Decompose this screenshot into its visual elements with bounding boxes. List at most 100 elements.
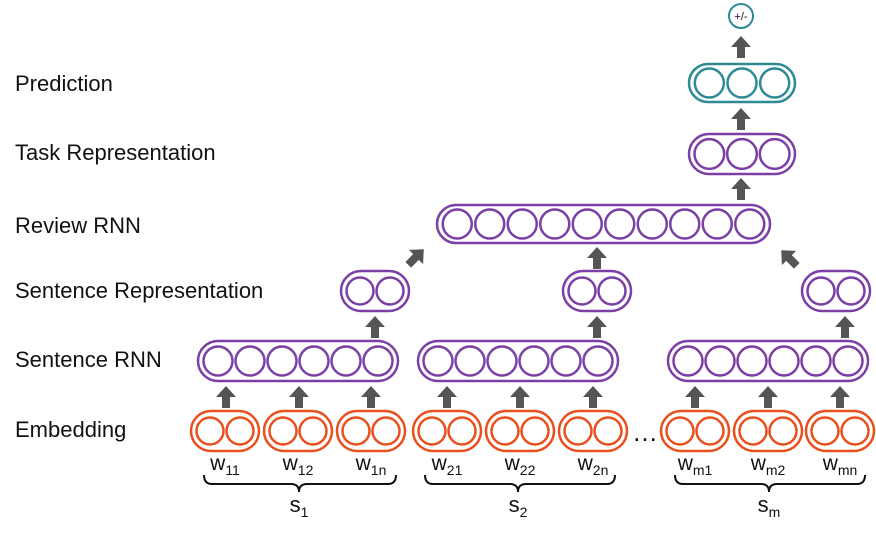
arrow-embedding-to-rnn-3 [361, 386, 381, 408]
embedding-block-9-unit [840, 416, 870, 446]
output-label: +/- [734, 11, 747, 23]
sentence-representation-block-3-unit [836, 276, 866, 306]
embedding-block-8-unit [738, 416, 768, 446]
layer-label-embedding: Embedding [15, 417, 126, 442]
brace-sentence-1 [203, 474, 397, 493]
embedding-block-8 [732, 409, 804, 453]
brace-sentence-m [674, 474, 866, 493]
sentence-rnn-block-1-unit [298, 345, 330, 377]
embedding-block-7-unit [695, 416, 725, 446]
arrow-review-to-task [731, 178, 751, 200]
word-label-w12: w12 [282, 452, 314, 478]
review-rnn-block-unit [506, 208, 538, 240]
sentence-representation-block-2 [561, 269, 633, 313]
word-label-w1n: w1n [355, 452, 387, 478]
arrow-embedding-to-rnn-2 [289, 386, 309, 408]
brace-sentence-2 [424, 474, 616, 493]
embedding-block-8-unit [768, 416, 798, 446]
task-representation-block [687, 132, 797, 176]
arrow-task-to-prediction [731, 108, 751, 130]
arrow-rnn-to-sentence-rep-2 [587, 316, 607, 338]
layer-label-sentence-representation: Sentence Representation [15, 278, 263, 303]
word-label-wm2: wm2 [750, 452, 786, 478]
word-label-w21: w21 [431, 452, 463, 478]
embedding-block-5 [484, 409, 556, 453]
sentence-rnn-block-1-unit [234, 345, 266, 377]
prediction-block-unit [758, 67, 791, 99]
sentence-rnn-block-3-unit [736, 345, 768, 377]
word-label-w2n: w2n [577, 452, 609, 478]
arrow-sentence-rep-m-to-review [781, 250, 800, 269]
embedding-block-9-unit [810, 416, 840, 446]
sentence-rnn-block-3-unit [800, 345, 832, 377]
arrow-sentence-rep-2-to-review [587, 247, 607, 269]
embedding-block-4-unit [417, 416, 447, 446]
sentence-rnn-block-1 [196, 339, 400, 383]
sentence-rnn-block-1-unit [202, 345, 234, 377]
review-rnn-block-unit [474, 208, 506, 240]
layer-label-review-rnn: Review RNN [15, 213, 141, 238]
embedding-block-6-unit [593, 416, 623, 446]
sentence-rnn-block-2-unit [454, 345, 486, 377]
layer-label-sentence-rnn: Sentence RNN [15, 347, 162, 372]
sentence-rnn-block-1-unit [330, 345, 362, 377]
sentence-rnn-block-3-unit [768, 345, 800, 377]
review-rnn-block-unit [636, 208, 668, 240]
embedding-block-7 [659, 409, 731, 453]
arrow-rnn-to-sentence-rep-1 [365, 316, 385, 338]
sentence-rnn-block-1-unit [266, 345, 298, 377]
prediction-block [687, 62, 797, 104]
arrow-embedding-to-rnn-9 [830, 386, 850, 408]
sentence-rnn-block-2-unit [422, 345, 454, 377]
layer-label-task-representation: Task Representation [15, 140, 216, 165]
word-label-w22: w22 [504, 452, 536, 478]
review-rnn-block [435, 203, 772, 245]
sentence-rnn-block-2 [416, 339, 620, 383]
arrow-prediction-to-output [731, 36, 751, 58]
embedding-block-3-unit [341, 416, 371, 446]
arrow-embedding-to-rnn-4 [437, 386, 457, 408]
embedding-block-2-unit [268, 416, 298, 446]
task-representation-block-unit [725, 137, 759, 171]
review-rnn-block-unit [571, 208, 603, 240]
arrow-embedding-to-rnn-6 [583, 386, 603, 408]
review-rnn-block-unit [604, 208, 636, 240]
sentence-representation-block-1-unit [375, 276, 405, 306]
sentence-label-s2: s2 [509, 492, 528, 520]
review-rnn-block-unit [539, 208, 571, 240]
sentence-representation-block-2-unit [567, 276, 597, 306]
embedding-block-6-unit [563, 416, 593, 446]
sentence-rnn-block-2-unit [550, 345, 582, 377]
layer-label-prediction: Prediction [15, 71, 113, 96]
sentence-rnn-block-2-unit [486, 345, 518, 377]
prediction-block-unit [693, 67, 726, 99]
review-rnn-block-unit [701, 208, 733, 240]
arrow-embedding-to-rnn-7 [685, 386, 705, 408]
sentence-rnn-block-2-unit [582, 345, 614, 377]
arrow-sentence-rep-1-to-review [405, 249, 424, 268]
embedding-block-5-unit [520, 416, 550, 446]
embedding-block-1-unit [225, 416, 255, 446]
embedding-block-3 [335, 409, 407, 453]
word-label-w11: w11 [209, 452, 240, 478]
sentence-representation-block-3 [800, 269, 872, 313]
embedding-block-2-unit [298, 416, 328, 446]
embedding-block-4-unit [447, 416, 477, 446]
sentence-representation-block-3-unit [806, 276, 836, 306]
sentence-rnn-block-3-unit [704, 345, 736, 377]
review-rnn-block-unit [734, 208, 766, 240]
embedding-block-3-unit [371, 416, 401, 446]
sentence-rnn-block-2-unit [518, 345, 550, 377]
arrow-rnn-to-sentence-rep-3 [835, 316, 855, 338]
sentence-rnn-block-3-unit [672, 345, 704, 377]
embedding-block-7-unit [665, 416, 695, 446]
word-label-wm1: wm1 [677, 452, 713, 478]
arrow-embedding-to-rnn-8 [758, 386, 778, 408]
review-rnn-block-unit [441, 208, 473, 240]
word-label-wmn: wmn [822, 452, 858, 478]
arrow-embedding-to-rnn-1 [216, 386, 236, 408]
arrow-embedding-to-rnn-5 [510, 386, 530, 408]
review-rnn-block-unit [669, 208, 701, 240]
embedding-block-9 [804, 409, 876, 453]
